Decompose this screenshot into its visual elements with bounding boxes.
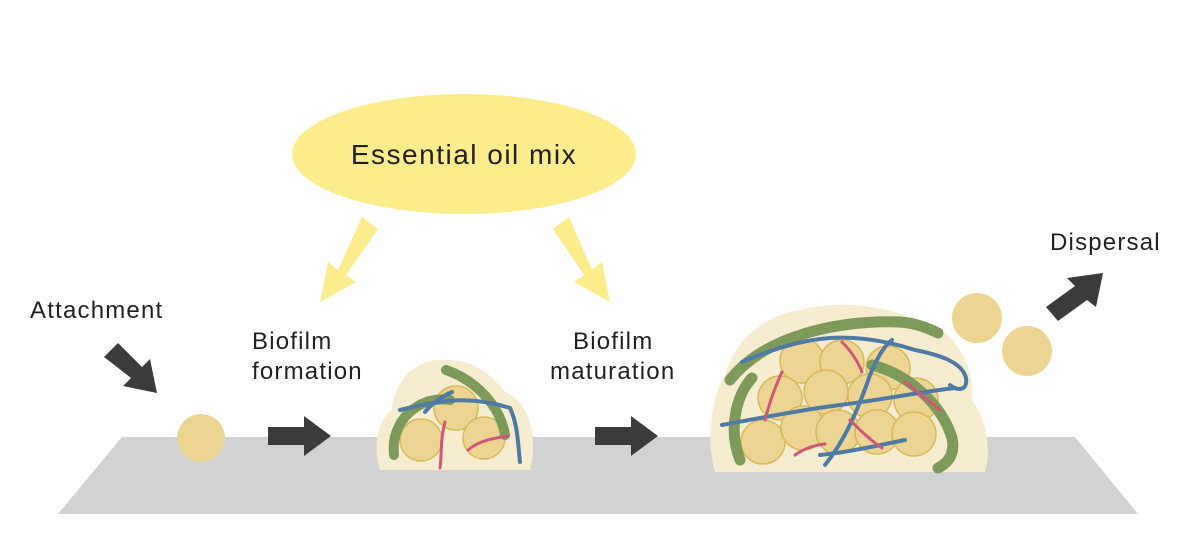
- label-attachment: Attachment: [30, 297, 163, 324]
- blue-fiber: [823, 338, 894, 467]
- small-biofilm: [376, 359, 534, 470]
- red-fiber: [438, 420, 447, 470]
- cell: [740, 419, 786, 465]
- blue-fiber: [740, 335, 969, 392]
- arrow-step-1: [268, 416, 331, 456]
- inhibit-arrow-maturation: [553, 217, 610, 302]
- large-biofilm: [710, 304, 988, 474]
- green-fiber: [441, 365, 510, 440]
- dispersed-cell: [952, 293, 1002, 343]
- essential-oil-ellipse: [292, 94, 636, 214]
- red-fiber: [466, 434, 510, 452]
- label-maturation-line2: maturation: [550, 358, 675, 385]
- blue-fiber: [423, 390, 454, 414]
- blue-fiber: [398, 398, 522, 464]
- green-fiber: [866, 359, 959, 474]
- arrow-attachment: [104, 343, 157, 393]
- red-fiber: [793, 442, 827, 457]
- red-fiber: [848, 418, 884, 450]
- red-fiber: [763, 370, 784, 422]
- blue-fiber: [720, 386, 957, 427]
- arrow-dispersal: [1046, 273, 1103, 321]
- cell: [891, 411, 937, 457]
- green-fiber: [728, 372, 758, 466]
- blue-fiber: [818, 438, 907, 457]
- dispersed-cell: [1002, 326, 1052, 376]
- label-maturation-line1: Biofilm: [573, 328, 653, 355]
- arrow-step-2: [595, 416, 658, 456]
- cell: [399, 418, 443, 462]
- attached-cell: [177, 414, 225, 462]
- inhibit-arrow-formation: [320, 217, 378, 302]
- essential-oil-title: Essential oil mix: [351, 139, 577, 170]
- red-fiber: [840, 340, 864, 374]
- label-formation-line2: formation: [252, 358, 363, 385]
- label-dispersal: Dispersal: [1050, 229, 1161, 256]
- red-fiber: [903, 380, 942, 412]
- label-formation-line1: Biofilm: [252, 328, 332, 355]
